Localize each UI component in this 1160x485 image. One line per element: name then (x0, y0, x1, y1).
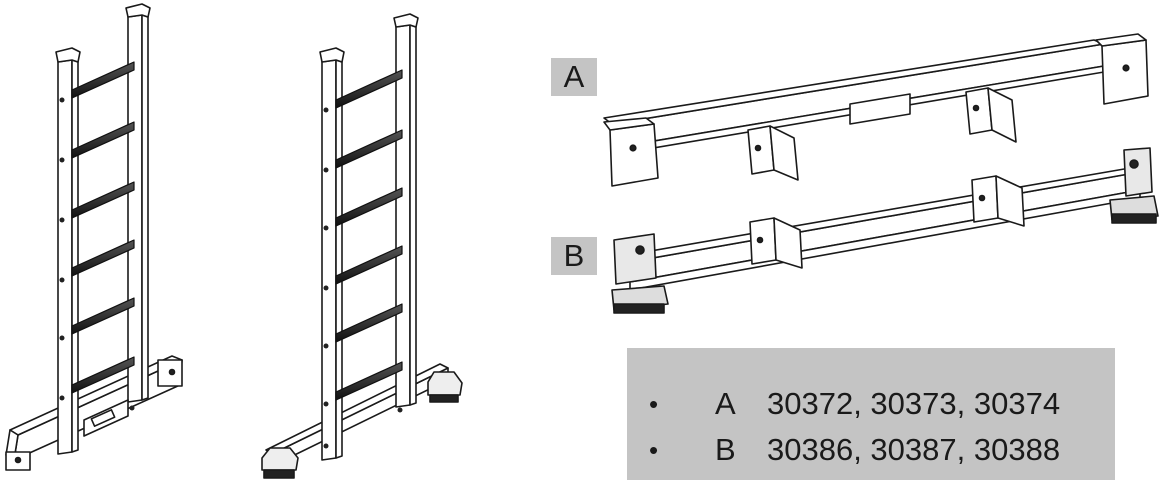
legend-codes: 30372, 30373, 30374 (767, 386, 1061, 421)
ladder1-left-rail (55, 47, 81, 455)
stabiliser-b-brackets (749, 175, 1025, 269)
ladder-with-stabiliser-a (5, 3, 183, 471)
ladder1-base-bar (5, 355, 183, 471)
legend-codes: 30386, 30387, 30388 (767, 432, 1061, 467)
legend-letter: B (715, 432, 736, 467)
bullet-icon: • (649, 389, 659, 419)
stabiliser-a-brackets (747, 87, 1017, 181)
bullet-icon: • (649, 435, 659, 465)
ladder2-rungs (335, 69, 403, 401)
label-a: A (551, 58, 597, 96)
ladder2-rivets (323, 107, 403, 449)
legend-letter: A (715, 386, 736, 421)
ladder1-rungs (71, 61, 135, 394)
ladder1-rivets (59, 97, 135, 411)
stabiliser-b-right-foot (1109, 147, 1159, 224)
ladder-with-stabiliser-b (261, 13, 463, 479)
article-number-legend: • A 30372, 30373, 30374 • B 30386, 30387… (627, 348, 1115, 480)
label-b: B (551, 237, 597, 275)
stabiliser-b-left-foot (611, 233, 669, 314)
stabiliser-a-detail (603, 33, 1149, 187)
stabiliser-b-detail (611, 147, 1159, 314)
